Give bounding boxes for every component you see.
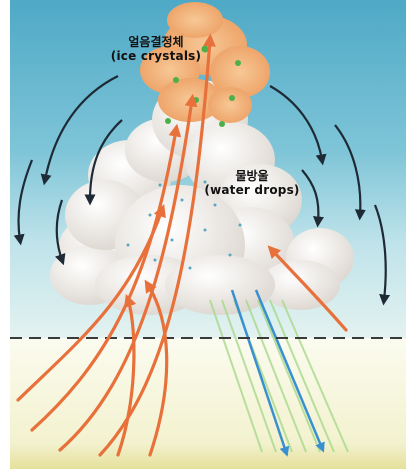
water-drops-label: 물방울 (water drops)	[196, 170, 308, 198]
ice-crystals-label: 얼음결정체 (ice crystals)	[86, 36, 226, 64]
ice-crystals-label-korean: 얼음결정체	[86, 36, 226, 50]
left-margin	[0, 0, 10, 469]
water-drops-label-korean: 물방울	[196, 170, 308, 184]
water-drops-label-english: (water drops)	[196, 184, 308, 198]
ice-crystals-label-english: (ice crystals)	[86, 50, 226, 64]
